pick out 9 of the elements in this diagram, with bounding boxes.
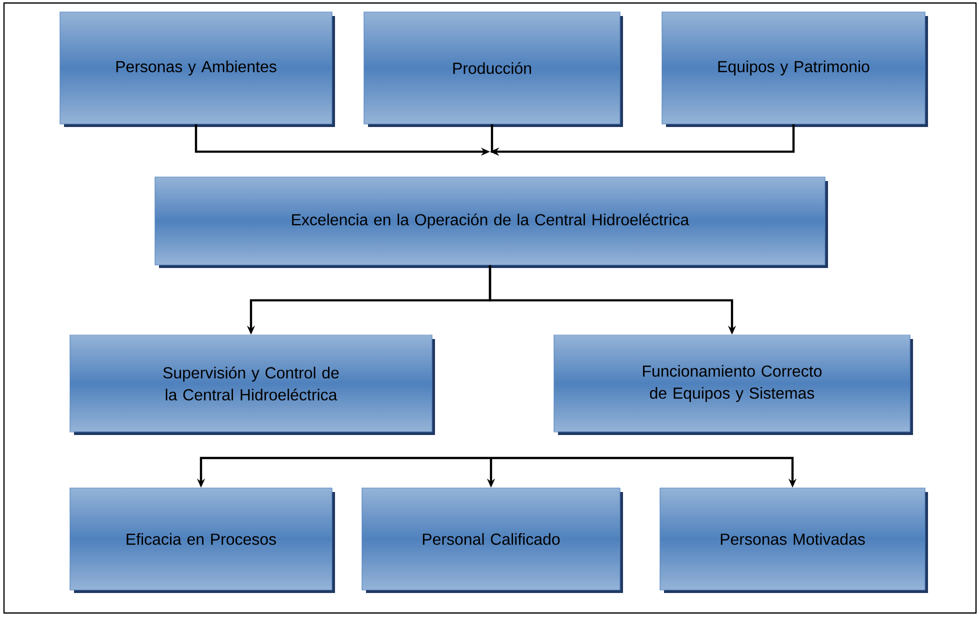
process-box: Personal Calificado bbox=[362, 488, 623, 593]
process-box: Excelencia en la Operación de la Central Hidroeléctrica bbox=[154, 176, 828, 268]
process-box: Equipos y Patrimonio bbox=[662, 12, 928, 127]
process-box: Personas Motivadas bbox=[660, 488, 928, 593]
process-box: Supervisión y Control de la Central Hidroeléctrica bbox=[70, 334, 435, 435]
process-box: Funcionamiento Correcto de Equipos y Sistemas bbox=[554, 334, 914, 435]
process-box: Producción bbox=[364, 12, 623, 127]
process-box: Eficacia en Procesos bbox=[70, 488, 335, 593]
process-box: Personas y Ambientes bbox=[60, 12, 335, 127]
